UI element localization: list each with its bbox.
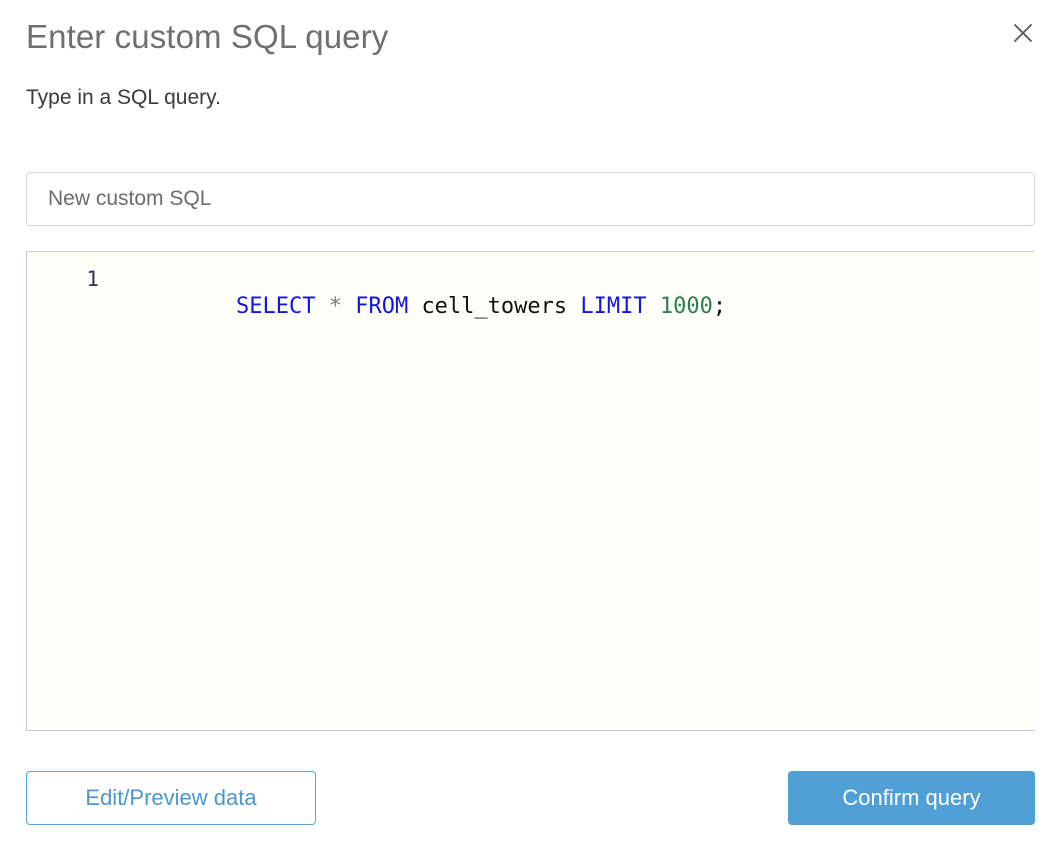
line-number-gutter: 1	[86, 267, 99, 291]
sql-token-space-1	[315, 294, 328, 319]
page-title: Enter custom SQL query	[26, 18, 389, 55]
edit-preview-data-button[interactable]: Edit/Preview data	[26, 771, 316, 825]
sql-code-line[interactable]: SELECT * FROM cell_towers LIMIT 1000;	[99, 265, 1034, 349]
close-icon	[1012, 22, 1034, 44]
sql-token-semicolon: ;	[712, 294, 727, 319]
editor-line-row: 1 SELECT * FROM cell_towers LIMIT 1000;	[27, 252, 1034, 319]
sql-token-space-4	[567, 294, 580, 319]
sql-token-limit: LIMIT	[580, 294, 647, 319]
sql-token-space-2	[342, 294, 355, 319]
sql-token-space-5	[647, 294, 660, 319]
sql-token-table: cell_towers	[421, 294, 568, 319]
close-button[interactable]	[1005, 15, 1041, 51]
sql-token-space-3	[408, 294, 421, 319]
sql-editor[interactable]: 1 SELECT * FROM cell_towers LIMIT 1000;	[26, 251, 1035, 731]
query-name-input[interactable]	[26, 172, 1035, 226]
sql-token-select: SELECT	[235, 294, 316, 319]
sql-token-from: FROM	[355, 294, 409, 319]
dialog-subtitle: Type in a SQL query.	[26, 86, 221, 109]
sql-token-star: *	[328, 294, 342, 319]
sql-token-number: 1000	[659, 294, 713, 319]
confirm-query-button[interactable]: Confirm query	[788, 771, 1035, 825]
